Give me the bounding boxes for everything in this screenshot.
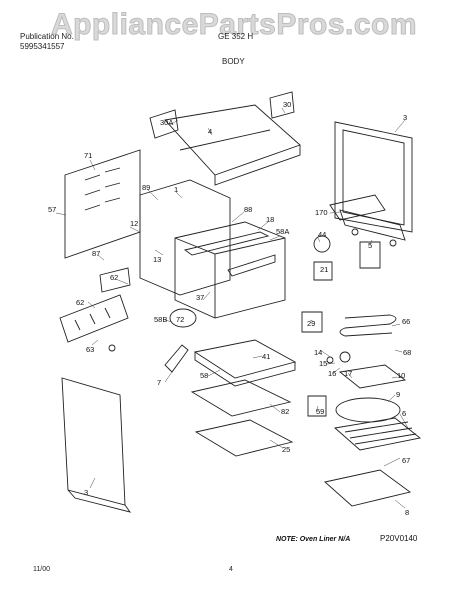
part-label-17: 17: [344, 369, 352, 378]
part-label-9: 9: [396, 390, 400, 399]
section-title: BODY: [222, 57, 245, 66]
part-label-170: 170: [315, 208, 328, 217]
part-72: [169, 308, 197, 328]
model-number: GE 352 H: [218, 32, 254, 41]
part-29: [301, 311, 323, 333]
part-label-59: 59: [316, 407, 324, 416]
part-label-15: 15: [319, 359, 327, 368]
part-label-14: 14: [314, 348, 322, 357]
part-label-21: 21: [320, 265, 328, 274]
knob-44-part: [313, 235, 331, 253]
part-label-18: 18: [266, 215, 274, 224]
part-label-58: 58: [200, 371, 208, 380]
diagram-code: P20V0140: [380, 534, 418, 543]
part-59: [307, 395, 327, 417]
footnote: NOTE: Oven Liner N/A: [276, 536, 350, 543]
part-label-66: 66: [402, 317, 410, 326]
bottom-panel-part: [324, 469, 412, 507]
handle-7-part: [164, 344, 189, 373]
motor-5-part: [359, 241, 381, 269]
part-label-29: 29: [307, 319, 315, 328]
part-label-62-upper: 62: [110, 273, 118, 282]
part-label-12: 12: [130, 219, 138, 228]
part-label-89: 89: [142, 183, 150, 192]
part-label-3-top: 3: [403, 113, 407, 122]
oven-door-part: [334, 121, 413, 233]
part-label-4: 4: [208, 127, 212, 136]
part-label-8: 8: [405, 508, 409, 517]
part-label-63: 63: [86, 345, 94, 354]
part-label-82: 82: [281, 407, 289, 416]
part-label-87: 87: [92, 249, 100, 258]
bake-element-part: [335, 397, 401, 423]
watermark: AppliancePartsPros.com: [50, 8, 418, 42]
part-label-7: 7: [157, 378, 161, 387]
part-label-3-left: 3: [84, 488, 88, 497]
part-label-6: 6: [402, 409, 406, 418]
part-label-25: 25: [282, 445, 290, 454]
control-panel-part: [59, 294, 129, 343]
part-label-72: 72: [176, 315, 184, 324]
publication-number: 5995341557: [20, 42, 65, 51]
footer-date: 11/00: [33, 566, 50, 573]
bracket-30a-part: [149, 109, 179, 139]
broil-element-part: [339, 314, 397, 337]
part-label-62: 62: [76, 298, 84, 307]
bracket-30-part: [269, 91, 295, 119]
part-label-1: 1: [174, 185, 178, 194]
part-label-58a: 58A: [276, 227, 289, 236]
oven-rack-part: [333, 417, 422, 451]
side-panel-left-part: [61, 377, 126, 506]
footer-page-number: 4: [229, 566, 233, 573]
publication-label: Publication No.: [20, 32, 74, 41]
part-label-41: 41: [262, 352, 270, 361]
part-label-16: 16: [328, 369, 336, 378]
tray-25-part: [194, 419, 294, 457]
back-panel-part: [64, 149, 141, 259]
oven-liner-part: [174, 221, 286, 319]
part-label-13: 13: [153, 255, 161, 264]
tray-82-part: [190, 379, 292, 417]
part-label-71: 71: [84, 151, 92, 160]
broil-pan-part: [338, 364, 407, 389]
side-panel-part: [139, 179, 231, 296]
part-label-68: 68: [403, 348, 411, 357]
part-label-10: 10: [397, 371, 405, 380]
part-label-67: 67: [402, 456, 410, 465]
part-label-58b: 58B: [154, 315, 167, 324]
part-label-30a: 30A: [160, 118, 173, 127]
part-label-30: 30: [283, 100, 291, 109]
part-label-5: 5: [368, 241, 372, 250]
latch-21-part: [313, 261, 333, 281]
part-label-88: 88: [244, 205, 252, 214]
part-label-57: 57: [48, 205, 56, 214]
part-label-37: 37: [196, 293, 204, 302]
part-label-44: 44: [318, 230, 326, 239]
broiler-pan-part: [193, 339, 297, 379]
